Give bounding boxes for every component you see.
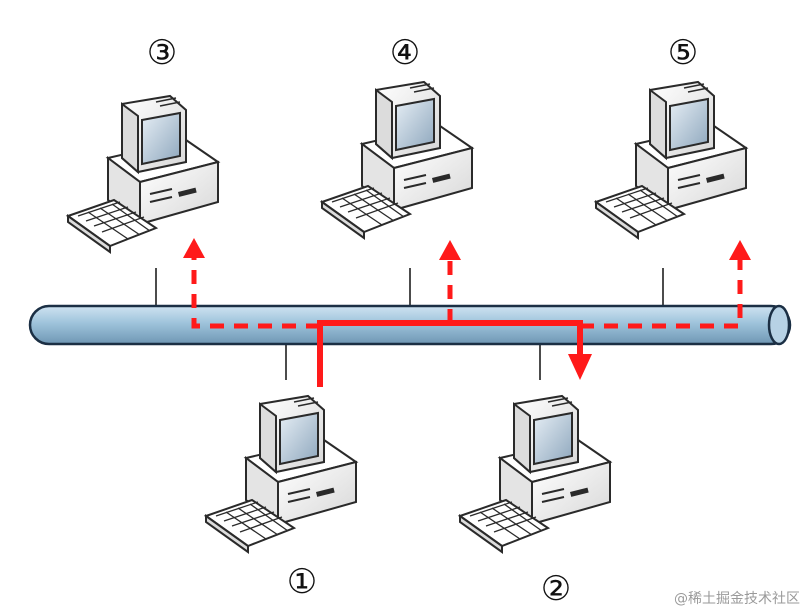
node-label-4: ④ bbox=[390, 33, 420, 73]
node-label-1: ① bbox=[287, 562, 317, 602]
node-label-5: ⑤ bbox=[668, 33, 698, 73]
node-label-3: ③ bbox=[147, 33, 177, 73]
computer-5-icon bbox=[595, 81, 747, 239]
arrow-to-node-2 bbox=[568, 354, 592, 380]
drop-lines bbox=[155, 268, 664, 380]
watermark: @稀土掘金技术社区 bbox=[674, 591, 800, 607]
computer-3-icon bbox=[67, 95, 219, 253]
arrow-to-node-4 bbox=[439, 240, 461, 260]
node-label-2: ② bbox=[541, 569, 571, 609]
signal-path-dashed bbox=[191, 258, 743, 329]
computer-2-icon bbox=[459, 395, 611, 553]
arrow-to-node-3 bbox=[183, 238, 205, 258]
computer-1-icon bbox=[205, 395, 357, 553]
computer-4-icon bbox=[321, 81, 473, 239]
arrow-to-node-5 bbox=[729, 240, 751, 260]
